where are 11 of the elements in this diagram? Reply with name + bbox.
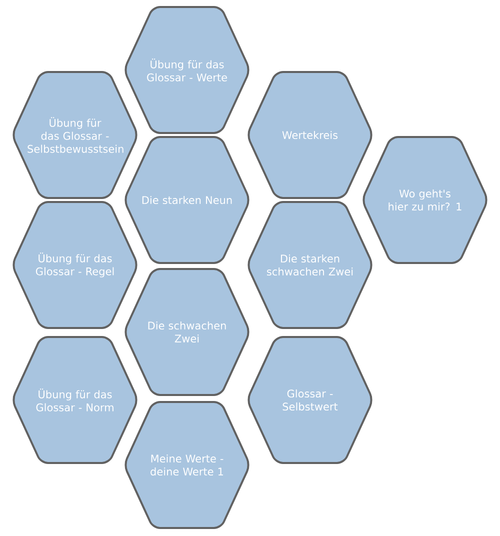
hexagon-tile: Wo geht's hier zu mir? 1 [362, 136, 488, 264]
hexagon-tile: Meine Werte - deine Werte 1 [124, 401, 250, 529]
hexagon-tile: Übung für das Glossar - Norm [12, 336, 138, 464]
hexagon-tile: Wertekreis [248, 71, 372, 199]
hexagon-tile: Die starken Neun [124, 136, 250, 264]
hexagon-tile: Glossar - Selbstwert [248, 336, 372, 464]
hexagon-tile: Die schwachen Zwei [124, 268, 250, 396]
hexagon-tile: Übung für das Glossar - Regel [12, 201, 138, 329]
hexagon-tile: Übung für das Glossar - Selbstbewusstsein [12, 71, 138, 199]
hexagon-tile: Übung für das Glossar - Werte [124, 6, 250, 134]
hexagon-tile: Die starken schwachen Zwei [248, 201, 372, 329]
